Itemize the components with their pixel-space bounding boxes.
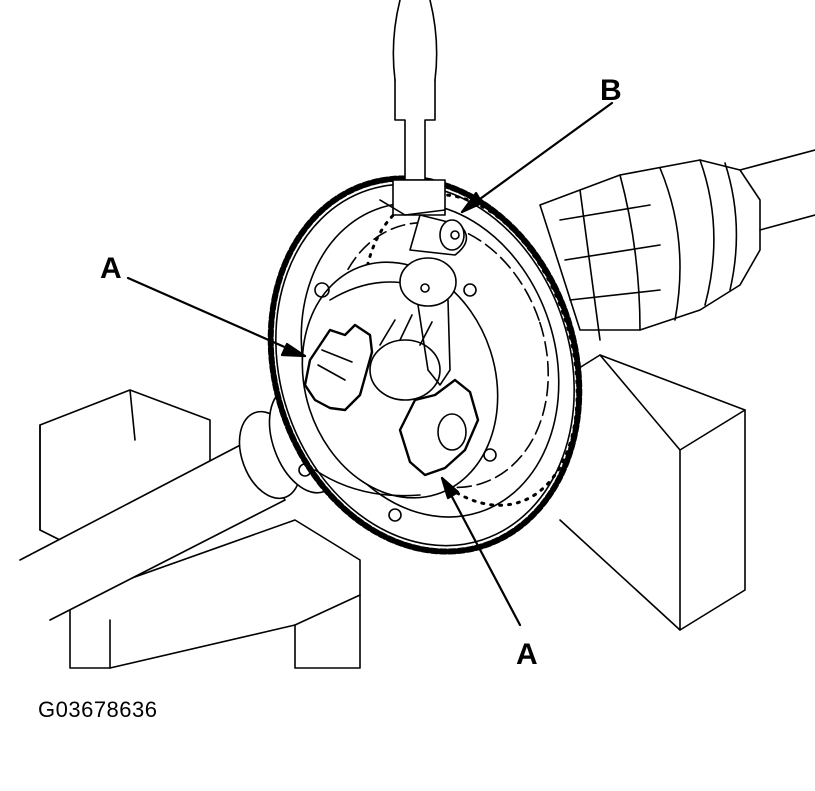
side-gear-center xyxy=(370,315,440,400)
callout-label-a-left: A xyxy=(100,252,122,285)
right-axle xyxy=(540,150,815,340)
left-support-block xyxy=(40,390,360,668)
right-support-block xyxy=(560,355,745,630)
callout-label-b: B xyxy=(600,74,622,107)
arrow-b xyxy=(462,103,612,212)
callout-arrows xyxy=(128,103,612,625)
figure-id: G03678636 xyxy=(38,697,158,722)
pinion-gear-left xyxy=(305,325,372,410)
pinion-gear-bottom xyxy=(400,380,478,475)
arrow-a-bottom xyxy=(442,478,520,625)
arrow-a-left xyxy=(128,278,305,356)
dial-indicator xyxy=(380,0,466,385)
callout-label-a-bottom: A xyxy=(516,638,538,671)
